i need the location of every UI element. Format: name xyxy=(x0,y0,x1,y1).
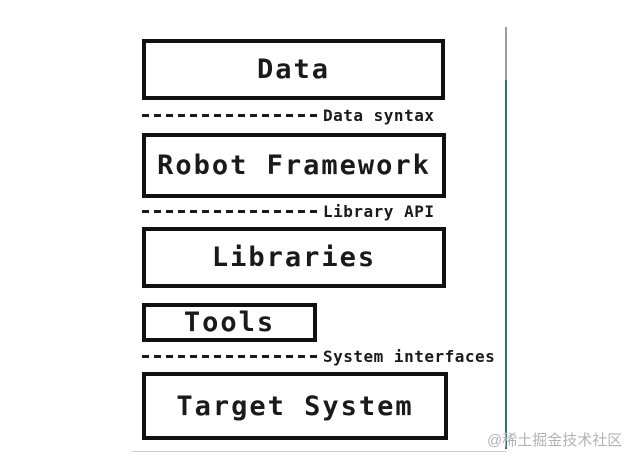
box-data: Data xyxy=(142,39,445,100)
separator-system-interfaces-label: System interfaces xyxy=(323,346,496,366)
right-accent-line-gray-segment xyxy=(505,27,507,80)
bottom-rule-line xyxy=(132,451,506,452)
box-tools-label: Tools xyxy=(183,307,276,338)
dashed-line xyxy=(142,354,320,358)
separator-data-syntax-label: Data syntax xyxy=(323,105,435,125)
box-tools: Tools xyxy=(142,303,317,342)
right-accent-line-teal-segment xyxy=(505,80,507,449)
separator-library-api: Library API xyxy=(142,201,434,221)
box-libraries-label: Libraries xyxy=(211,242,377,273)
dashed-line xyxy=(142,209,320,213)
box-data-label: Data xyxy=(256,54,331,85)
separator-data-syntax: Data syntax xyxy=(142,105,434,125)
separator-library-api-label: Library API xyxy=(323,201,435,221)
box-target-system: Target System xyxy=(142,372,448,440)
dashed-line xyxy=(142,113,320,117)
box-robot-framework: Robot Framework xyxy=(142,133,446,198)
box-libraries: Libraries xyxy=(142,227,446,288)
box-target-system-label: Target System xyxy=(176,390,414,422)
box-robot-framework-label: Robot Framework xyxy=(157,150,431,181)
separator-system-interfaces: System interfaces xyxy=(142,346,495,366)
watermark-text: @稀土掘金技术社区 xyxy=(487,432,623,449)
